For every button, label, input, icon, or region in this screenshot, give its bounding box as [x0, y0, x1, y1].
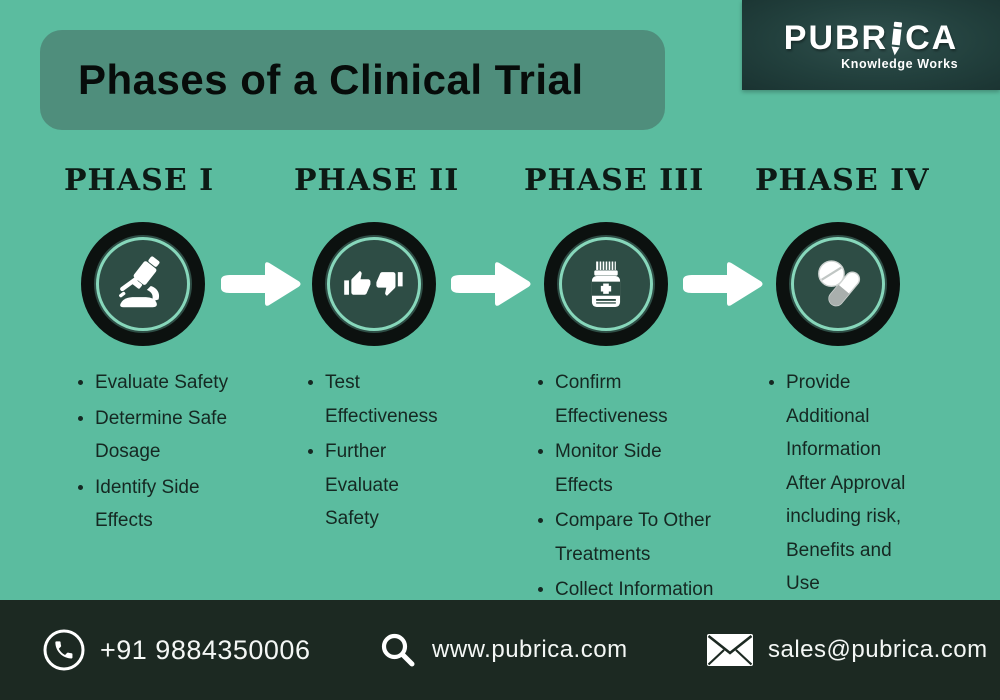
list-item: Monitor Side Effects	[536, 435, 720, 502]
footer-email[interactable]: sales@pubrica.com	[706, 600, 988, 700]
phone-number: +91 9884350006	[100, 634, 311, 665]
contact-footer: +91 9884350006 www.pubrica.com sales@pub…	[0, 600, 1000, 700]
phase-3-badge	[544, 222, 668, 346]
arrow-right-icon	[220, 261, 302, 307]
phase-1-bullets: Evaluate Safety Determine Safe Dosage Id…	[76, 366, 231, 540]
phase-2-badge	[312, 222, 436, 346]
search-icon	[381, 633, 415, 667]
website-url: www.pubrica.com	[432, 636, 628, 663]
phone-icon	[43, 629, 85, 671]
list-item: Evaluate Safety	[76, 366, 231, 400]
microscope-icon	[119, 256, 160, 308]
phase-4-badge	[776, 222, 900, 346]
email-address: sales@pubrica.com	[768, 636, 988, 663]
title-panel: Phases of a Clinical Trial	[40, 30, 665, 130]
list-item: Further Evaluate Safety	[306, 435, 458, 536]
list-item: Provide Additional Information After App…	[767, 366, 922, 601]
phase-column-1: PHASE I Evaluate Safety Determine Sa	[64, 160, 294, 600]
pills-icon	[818, 260, 861, 307]
arrow-right-icon	[682, 261, 764, 307]
phase-1-badge	[81, 222, 205, 346]
phase-2-bullets: Test Effectiveness Further Evaluate Safe…	[306, 366, 458, 538]
list-item: Test Effectiveness	[306, 366, 458, 433]
brand-logo: PUBR CA Knowledge Works	[742, 0, 1000, 90]
phase-column-2: PHASE II Test Effectiveness Further Eval…	[294, 160, 524, 600]
phase-column-4: PHASE IV Provide Additional Information …	[755, 160, 985, 600]
footer-website[interactable]: www.pubrica.com	[378, 600, 628, 700]
list-item: Identify Side Effects	[76, 471, 231, 538]
footer-phone[interactable]: +91 9884350006	[42, 600, 310, 700]
page-title: Phases of a Clinical Trial	[78, 56, 584, 103]
brand-name-right: CA	[905, 18, 959, 57]
phase-2-label: PHASE II	[294, 163, 460, 198]
brand-name-left: PUBR	[783, 18, 889, 57]
phase-4-label: PHASE IV	[755, 163, 930, 198]
phase-3-label: PHASE III	[524, 163, 705, 198]
brand-block: PUBR CA Knowledge Works	[784, 20, 958, 71]
medicine-bottle-icon	[591, 261, 621, 307]
list-item: Compare To Other Treatments	[536, 504, 720, 571]
phase-4-bullets: Provide Additional Information After App…	[767, 366, 922, 603]
envelope-icon	[707, 634, 753, 666]
brand-tagline: Knowledge Works	[841, 56, 959, 71]
pencil-icon	[888, 19, 905, 56]
list-item: Determine Safe Dosage	[76, 402, 231, 469]
phase-column-3: PHASE III Confirm Effectiveness Monitor …	[524, 160, 754, 600]
brand-name: PUBR CA	[784, 20, 958, 56]
thumbs-up-down-icon	[344, 270, 403, 296]
phase-1-label: PHASE I	[64, 163, 215, 198]
arrow-right-icon	[450, 261, 532, 307]
list-item: Collect Information	[536, 573, 720, 607]
list-item: Confirm Effectiveness	[536, 366, 720, 433]
phase-3-bullets: Confirm Effectiveness Monitor Side Effec…	[536, 366, 720, 609]
